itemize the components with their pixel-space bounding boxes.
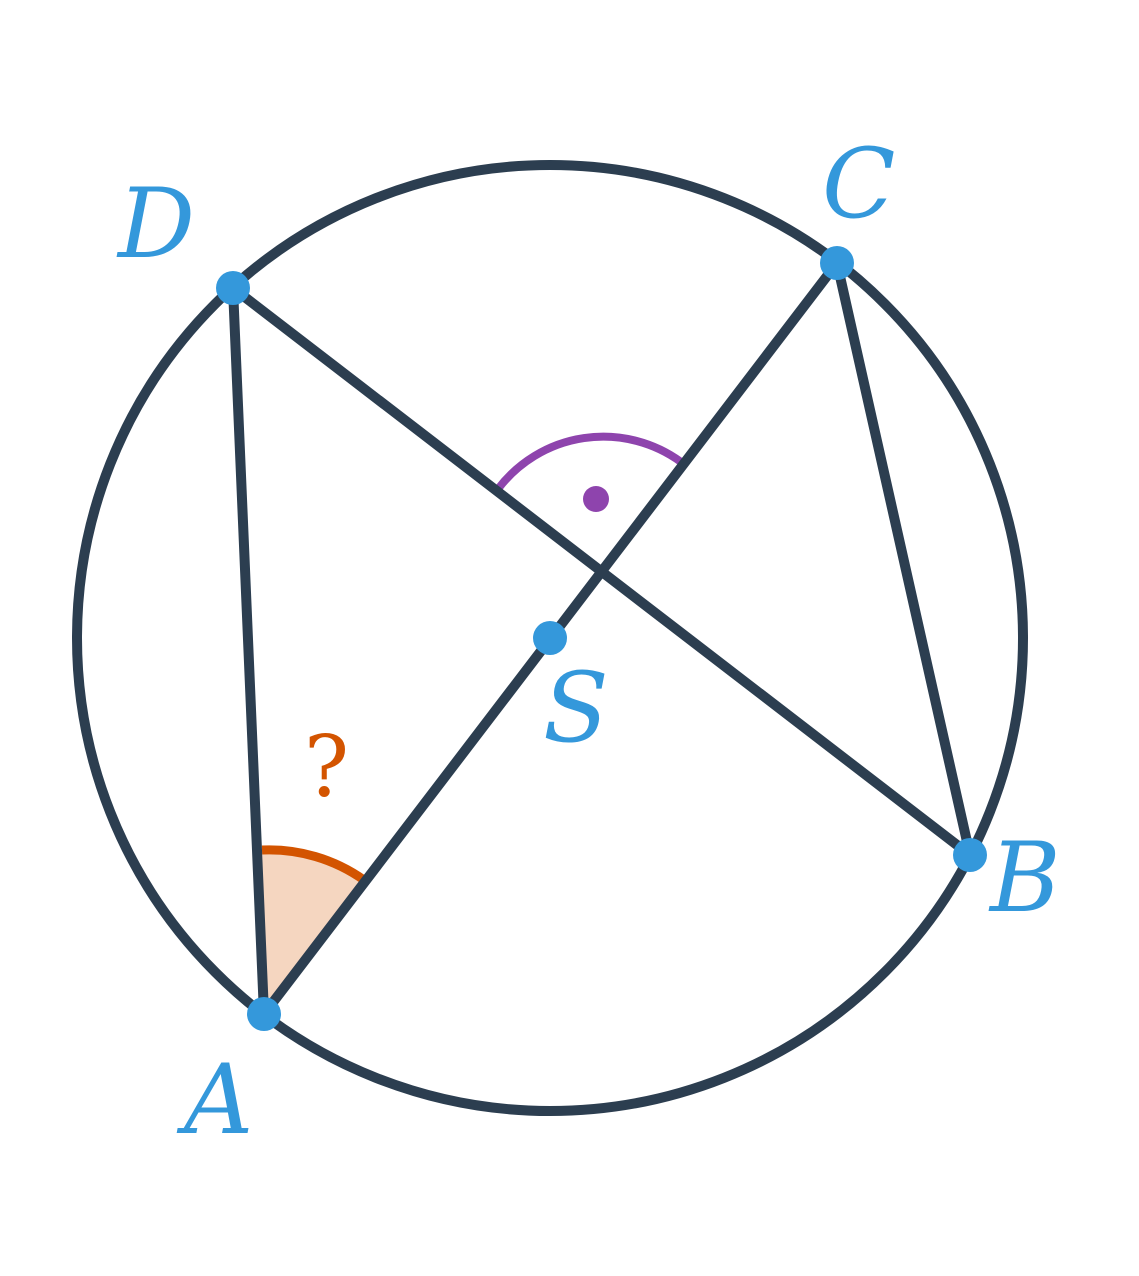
- right-angle-arc: [494, 432, 684, 492]
- point-a: [247, 997, 281, 1031]
- label-d: D: [116, 168, 195, 280]
- label-c: C: [822, 128, 895, 240]
- label-b: B: [988, 822, 1061, 934]
- point-d: [216, 271, 250, 305]
- right-angle-dot: [583, 486, 609, 512]
- circle: [72, 160, 1028, 1116]
- point-b: [953, 838, 987, 872]
- point-s: [533, 621, 567, 655]
- segment-da: [228, 283, 269, 1019]
- angle-a-arc: [261, 845, 367, 884]
- label-s: S: [543, 652, 609, 764]
- angle-a-sector: [262, 849, 364, 1014]
- label-a: A: [176, 1044, 253, 1156]
- unknown-angle-label: ?: [304, 718, 349, 816]
- point-c: [820, 246, 854, 280]
- segment-cb: [832, 258, 975, 860]
